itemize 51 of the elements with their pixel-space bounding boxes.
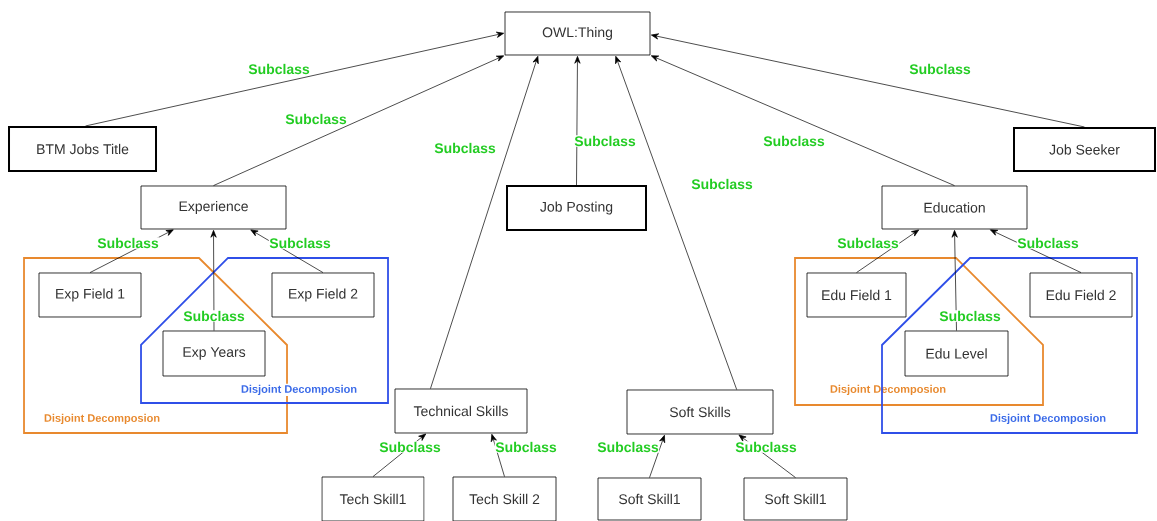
- class-box: Job Seeker: [1013, 127, 1156, 172]
- arrow: [213, 55, 505, 186]
- arrow: [250, 229, 324, 273]
- arrow: [650, 55, 955, 186]
- edge-label: Subclass: [938, 310, 1002, 322]
- arrow: [856, 229, 920, 273]
- arrow: [490, 433, 505, 477]
- class-box: Edu Field 2: [1029, 272, 1133, 318]
- class-box: BTM Jobs Title: [8, 126, 157, 172]
- arrow: [651, 33, 1085, 128]
- edge-label: Subclass: [908, 63, 972, 75]
- class-box: OWL:Thing: [504, 11, 651, 56]
- class-box: Exp Field 1: [38, 272, 142, 318]
- class-box: Experience: [140, 185, 287, 230]
- class-box: Job Posting: [506, 185, 647, 231]
- arrow: [372, 433, 427, 477]
- edge-label: Subclass: [433, 142, 497, 154]
- edge-label: Subclass: [247, 63, 311, 75]
- arrow: [649, 434, 666, 478]
- arrow: [951, 230, 958, 331]
- class-box: Soft Skills: [626, 389, 774, 435]
- class-box: Tech Skill 2: [452, 476, 557, 521]
- edge-label: Subclass: [284, 113, 348, 125]
- edge-label: Subclass: [268, 237, 332, 249]
- class-box: Edu Field 1: [806, 272, 907, 318]
- arrow: [210, 230, 217, 331]
- class-box: Edu Level: [904, 330, 1009, 377]
- edge-label: Subclass: [836, 237, 900, 249]
- edge-label: Subclass: [596, 441, 660, 453]
- edge-label: Subclass: [378, 441, 442, 453]
- arrow: [615, 55, 738, 390]
- edge-label: Subclass: [762, 135, 826, 147]
- class-box: Exp Years: [162, 330, 266, 377]
- arrow: [430, 55, 539, 389]
- class-box: Exp Field 2: [271, 272, 375, 318]
- class-box: Soft Skill1: [743, 477, 848, 521]
- edge-label: Subclass: [96, 237, 160, 249]
- arrow: [574, 56, 581, 186]
- edge-label: Subclass: [734, 441, 798, 453]
- edge-label: Subclass: [494, 441, 558, 453]
- class-box: Tech Skill1: [321, 476, 425, 521]
- class-box: Technical Skills: [394, 388, 528, 434]
- edge-label: Subclass: [182, 310, 246, 322]
- arrow: [990, 229, 1082, 273]
- edge-label: Subclass: [690, 178, 754, 190]
- arrow: [89, 229, 174, 273]
- class-box: Education: [881, 185, 1028, 230]
- edge-label: Subclass: [573, 135, 637, 147]
- class-box: Soft Skill1: [597, 477, 702, 521]
- arrow: [85, 31, 504, 127]
- edge-label: Subclass: [1016, 237, 1080, 249]
